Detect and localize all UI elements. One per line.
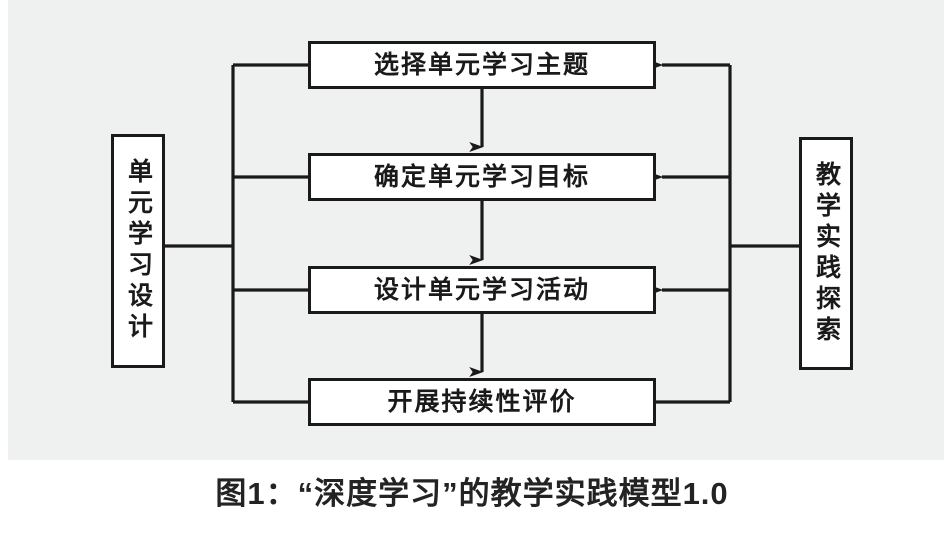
step-label-select-theme: 选择单元学习主题 [373,51,590,79]
step-box-select-theme[interactable]: 选择单元学习主题 [308,41,656,89]
figure-caption: 图1：“深度学习”的教学实践模型1.0 [215,476,729,511]
step-label-define-goal: 确定单元学习目标 [373,163,590,191]
group-label-teaching-practice-exploration: 教学实践探索 [812,160,840,347]
step-label-design-activity: 设计单元学习活动 [373,276,590,304]
step-box-define-goal[interactable]: 确定单元学习目标 [308,153,656,201]
step-label-continuous-evaluation: 开展持续性评价 [387,388,577,416]
group-label-unit-learning-design: 单元学习设计 [124,158,152,344]
group-box-unit-learning-design[interactable]: 单元学习设计 [111,134,165,368]
diagram-connectors [165,60,799,404]
step-box-design-activity[interactable]: 设计单元学习活动 [308,266,656,314]
group-box-teaching-practice-exploration[interactable]: 教学实践探索 [799,137,853,370]
step-box-continuous-evaluation[interactable]: 开展持续性评价 [308,378,656,426]
